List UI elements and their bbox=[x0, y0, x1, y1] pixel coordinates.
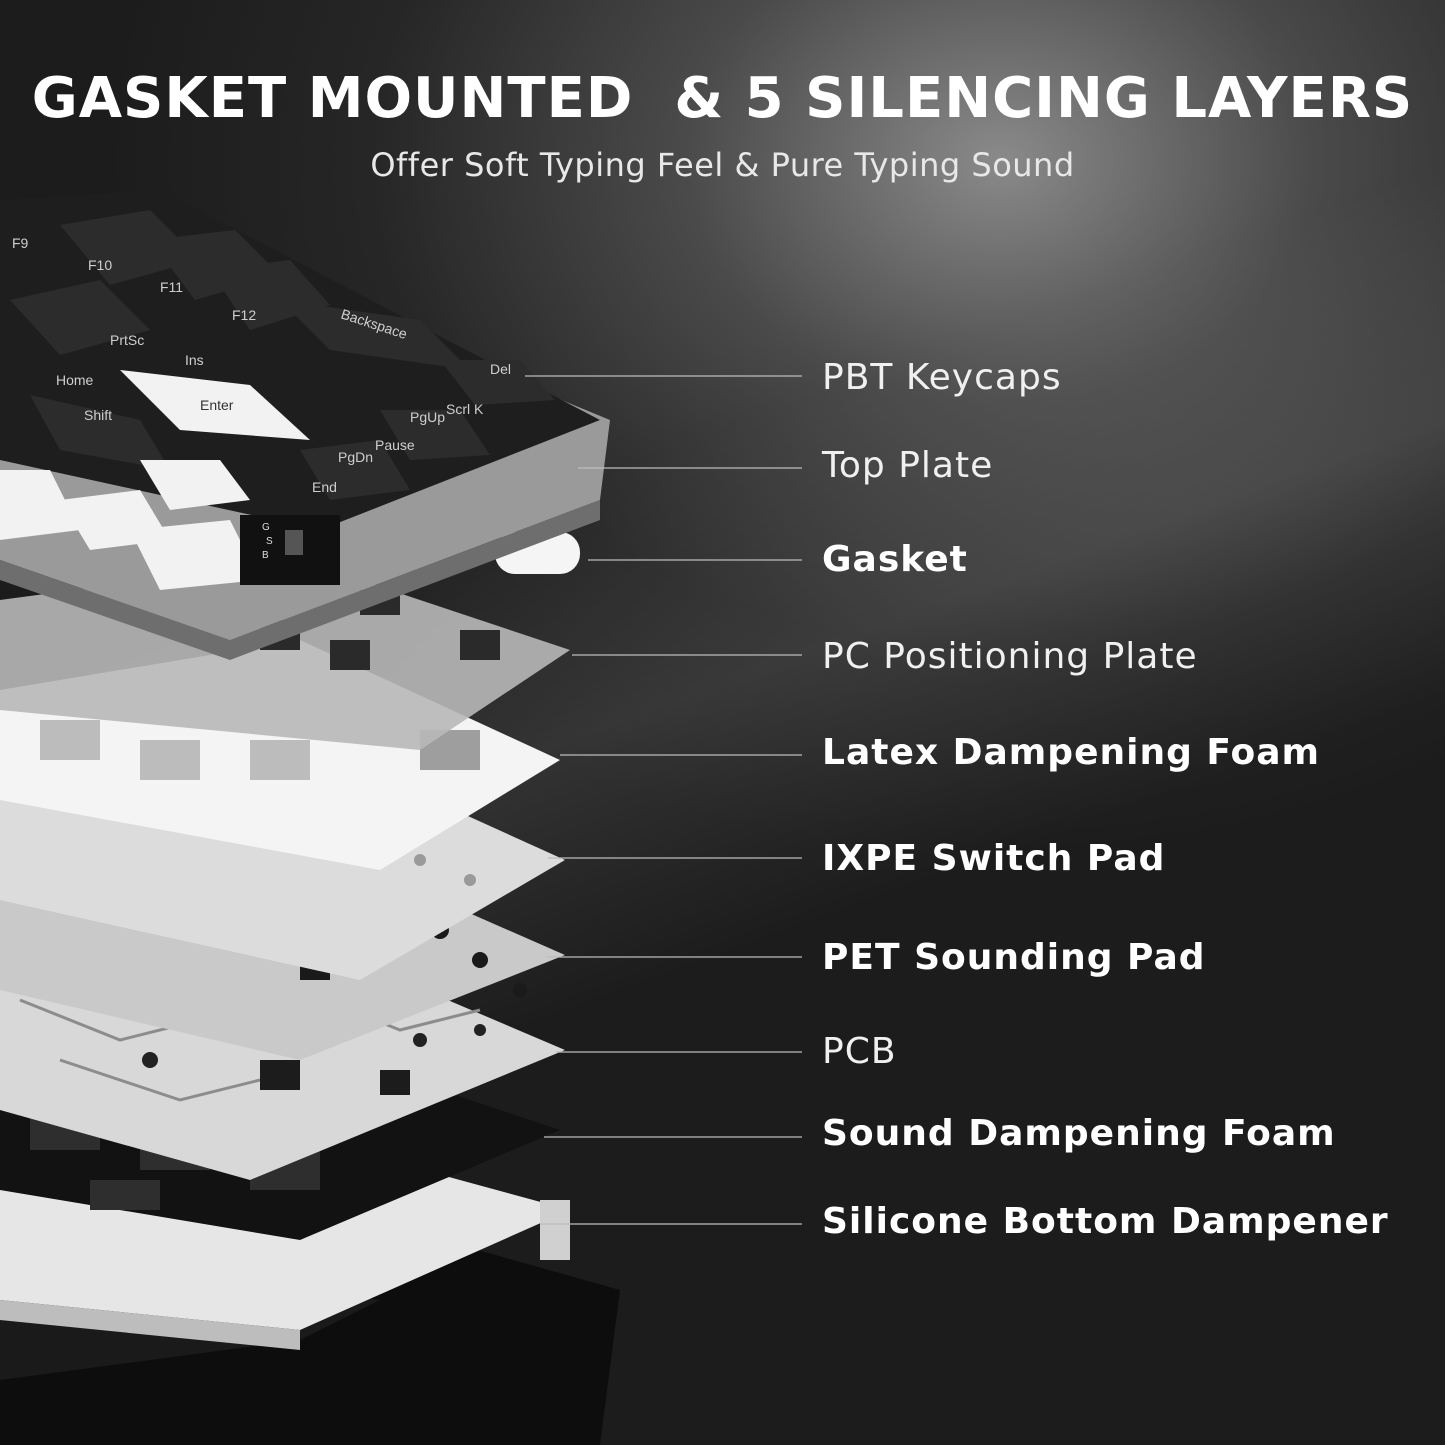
layer-label-silicone-bottom-dampener: Silicone Bottom Dampener bbox=[822, 1201, 1389, 1242]
keycap-legend-pgup: PgUp bbox=[410, 409, 445, 425]
layer-label-sound-dampening-foam: Sound Dampening Foam bbox=[822, 1113, 1336, 1154]
keycap-legend-ins: Ins bbox=[185, 352, 204, 368]
keycap-legend-prtsc: PrtSc bbox=[110, 332, 144, 348]
layer-label-pcb: PCB bbox=[822, 1031, 897, 1072]
switch-legend-g: G bbox=[262, 522, 270, 533]
layer-label-ixpe-switch-pad: IXPE Switch Pad bbox=[822, 838, 1166, 879]
mode-switch-legends: G S B bbox=[262, 522, 273, 561]
keycap-legend-f11: F11 bbox=[160, 279, 183, 295]
switch-legend-s: S bbox=[266, 536, 273, 547]
keycap-legend-enter: Enter bbox=[200, 397, 234, 413]
layer-label-pc-positioning-plate: PC Positioning Plate bbox=[822, 636, 1198, 677]
keycap-legend-f10: F10 bbox=[88, 257, 112, 273]
layer-label-gasket: Gasket bbox=[822, 539, 968, 580]
keycap-legend-shift: Shift bbox=[84, 407, 112, 423]
keycap-legend-f12: F12 bbox=[232, 307, 256, 323]
keycap-legend-home: Home bbox=[56, 372, 94, 388]
keycap-legend-del: Del bbox=[490, 361, 511, 377]
keycap-legend-pause: Pause bbox=[375, 437, 415, 453]
pbt-keycaps-layer bbox=[0, 190, 600, 590]
layer-label-latex-dampening-foam: Latex Dampening Foam bbox=[822, 732, 1321, 773]
keycap-legends: F9 F10 F11 F12 Backspace Del PrtSc Ins H… bbox=[12, 235, 511, 495]
page-title: GASKET MOUNTED & 5 SILENCING LAYERS bbox=[31, 66, 1414, 131]
keycap-legend-end: End bbox=[312, 479, 337, 495]
layer-label-top-plate: Top Plate bbox=[822, 445, 994, 486]
keycap-legend-f9: F9 bbox=[12, 235, 29, 251]
leader-lines bbox=[525, 375, 802, 1225]
layer-label-pet-sounding-pad: PET Sounding Pad bbox=[822, 937, 1206, 978]
keycap-legend-scrl-k: Scrl K bbox=[446, 401, 484, 417]
page-subtitle: Offer Soft Typing Feel & Pure Typing Sou… bbox=[370, 146, 1075, 184]
layer-label-pbt-keycaps: PBT Keycaps bbox=[822, 357, 1062, 398]
keycap-legend-pgdn: PgDn bbox=[338, 449, 373, 465]
switch-legend-b: B bbox=[262, 550, 269, 561]
